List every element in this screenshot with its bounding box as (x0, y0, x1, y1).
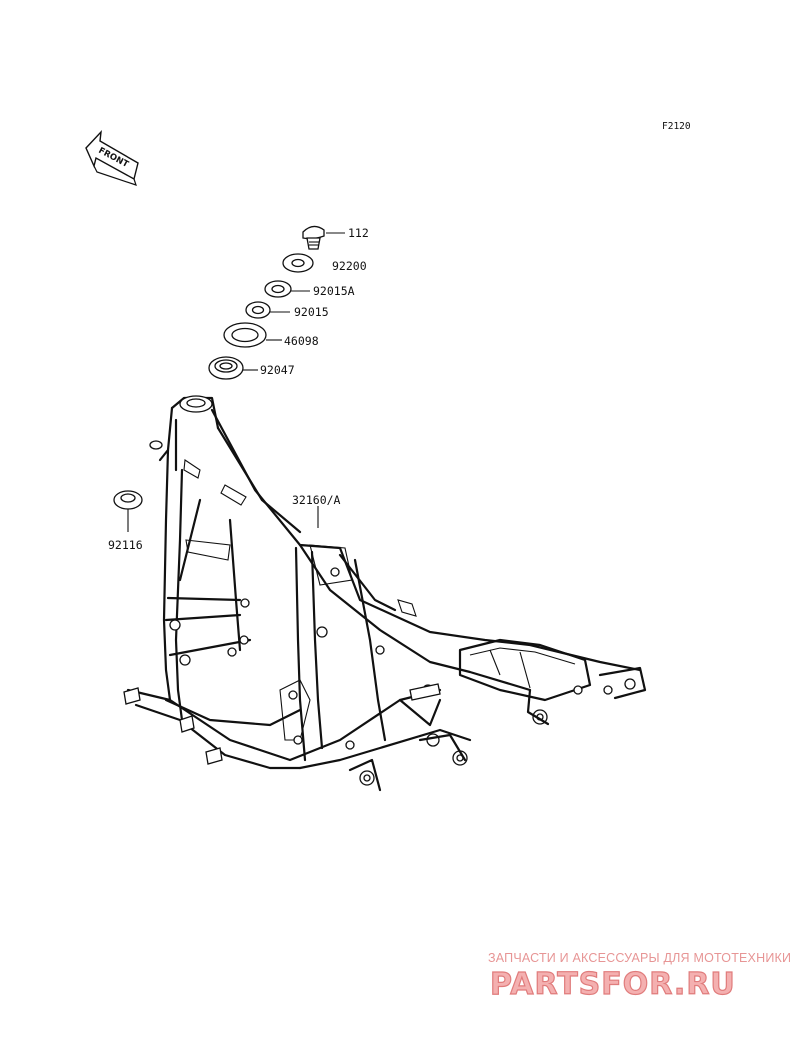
part-label-92015a: 92015A (313, 284, 355, 298)
part-label-112: 112 (348, 226, 369, 240)
nut-92015a: 92015A (264, 280, 355, 298)
part-label-32160a: 32160/A (292, 493, 341, 507)
figure-reference: F2120 (662, 121, 691, 132)
bolt-112: 112 (302, 225, 369, 250)
watermark-tagline: ЗАПЧАСТИ И АКСЕССУАРЫ ДЛЯ МОТОТЕХНИКИ (488, 951, 791, 965)
part-label-92200: 92200 (332, 259, 367, 273)
bearing-92047: 92047 (208, 356, 295, 380)
nut-92015: 92015 (245, 301, 329, 319)
motorcycle-frame (123, 395, 647, 792)
part-label-92116: 92116 (108, 538, 143, 552)
part-label-46098: 46098 (284, 334, 319, 348)
front-arrow-icon: FRONT (85, 129, 139, 186)
washer-92200: 92200 (282, 253, 367, 273)
part-label-92047: 92047 (260, 363, 295, 377)
seal-46098: 46098 (223, 322, 319, 348)
bushing-92116: 92116 (108, 490, 143, 552)
part-label-92015: 92015 (294, 305, 329, 319)
watermark: ЗАПЧАСТИ И АКСЕССУАРЫ ДЛЯ МОТОТЕХНИКИ PA… (488, 951, 791, 1003)
watermark-logo: PARTSFOR.RU (490, 967, 736, 1002)
